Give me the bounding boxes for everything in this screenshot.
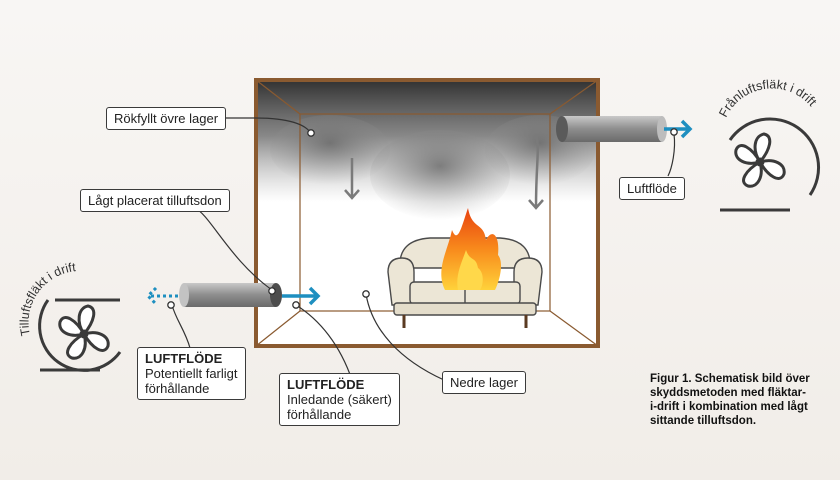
supply-fan-icon bbox=[38, 298, 122, 372]
smoke-down-arrows bbox=[344, 134, 544, 210]
caption-line-2: skyddsmetoden med fläktar- bbox=[650, 387, 806, 399]
leader-airflow-right bbox=[295, 304, 353, 381]
label-lower-layer: Nedre lager bbox=[442, 371, 526, 394]
exhaust-fan-icon bbox=[720, 117, 821, 212]
exhaust-duct bbox=[556, 116, 667, 142]
label-airflow-right: LUFTFLÖDE Inledande (säkert) förhållande bbox=[279, 373, 400, 426]
down-arrow-left bbox=[344, 158, 360, 200]
supply-arrow-in bbox=[282, 286, 321, 306]
caption-line-1: Figur 1. Schematisk bild över bbox=[650, 373, 810, 385]
room-frame bbox=[254, 78, 600, 348]
leader-dots bbox=[167, 128, 678, 309]
label-low-inlet: Lågt placerat tilluftsdon bbox=[80, 189, 230, 212]
caption-line-3: i-drift i kombination med lågt bbox=[650, 401, 808, 413]
leader-airflow-left bbox=[171, 304, 191, 349]
figure-caption: Figur 1. Schematisk bild över skyddsmeto… bbox=[650, 372, 810, 428]
leader-airflow-out bbox=[667, 133, 676, 177]
label-airflow-out: Luftflöde bbox=[619, 177, 685, 200]
down-arrow-right bbox=[528, 134, 544, 210]
smoke-cloud-left bbox=[270, 115, 390, 185]
supply-duct bbox=[179, 283, 282, 307]
leader-smoke bbox=[226, 117, 311, 133]
fire bbox=[441, 208, 502, 290]
label-airflow-left: LUFTFLÖDE Potentiellt farligt förhålland… bbox=[137, 347, 246, 400]
leader-lower bbox=[365, 293, 445, 381]
exhaust-arrow bbox=[664, 119, 693, 139]
smoke-plume bbox=[370, 130, 510, 220]
caption-line-4: sittande tilluftsdon. bbox=[650, 415, 757, 427]
supply-arrow-reverse bbox=[145, 286, 178, 306]
exhaust-fan-label: Frånluftsfläkt i drift bbox=[716, 77, 819, 119]
label-smoke-upper: Rökfyllt övre lager bbox=[106, 107, 227, 130]
